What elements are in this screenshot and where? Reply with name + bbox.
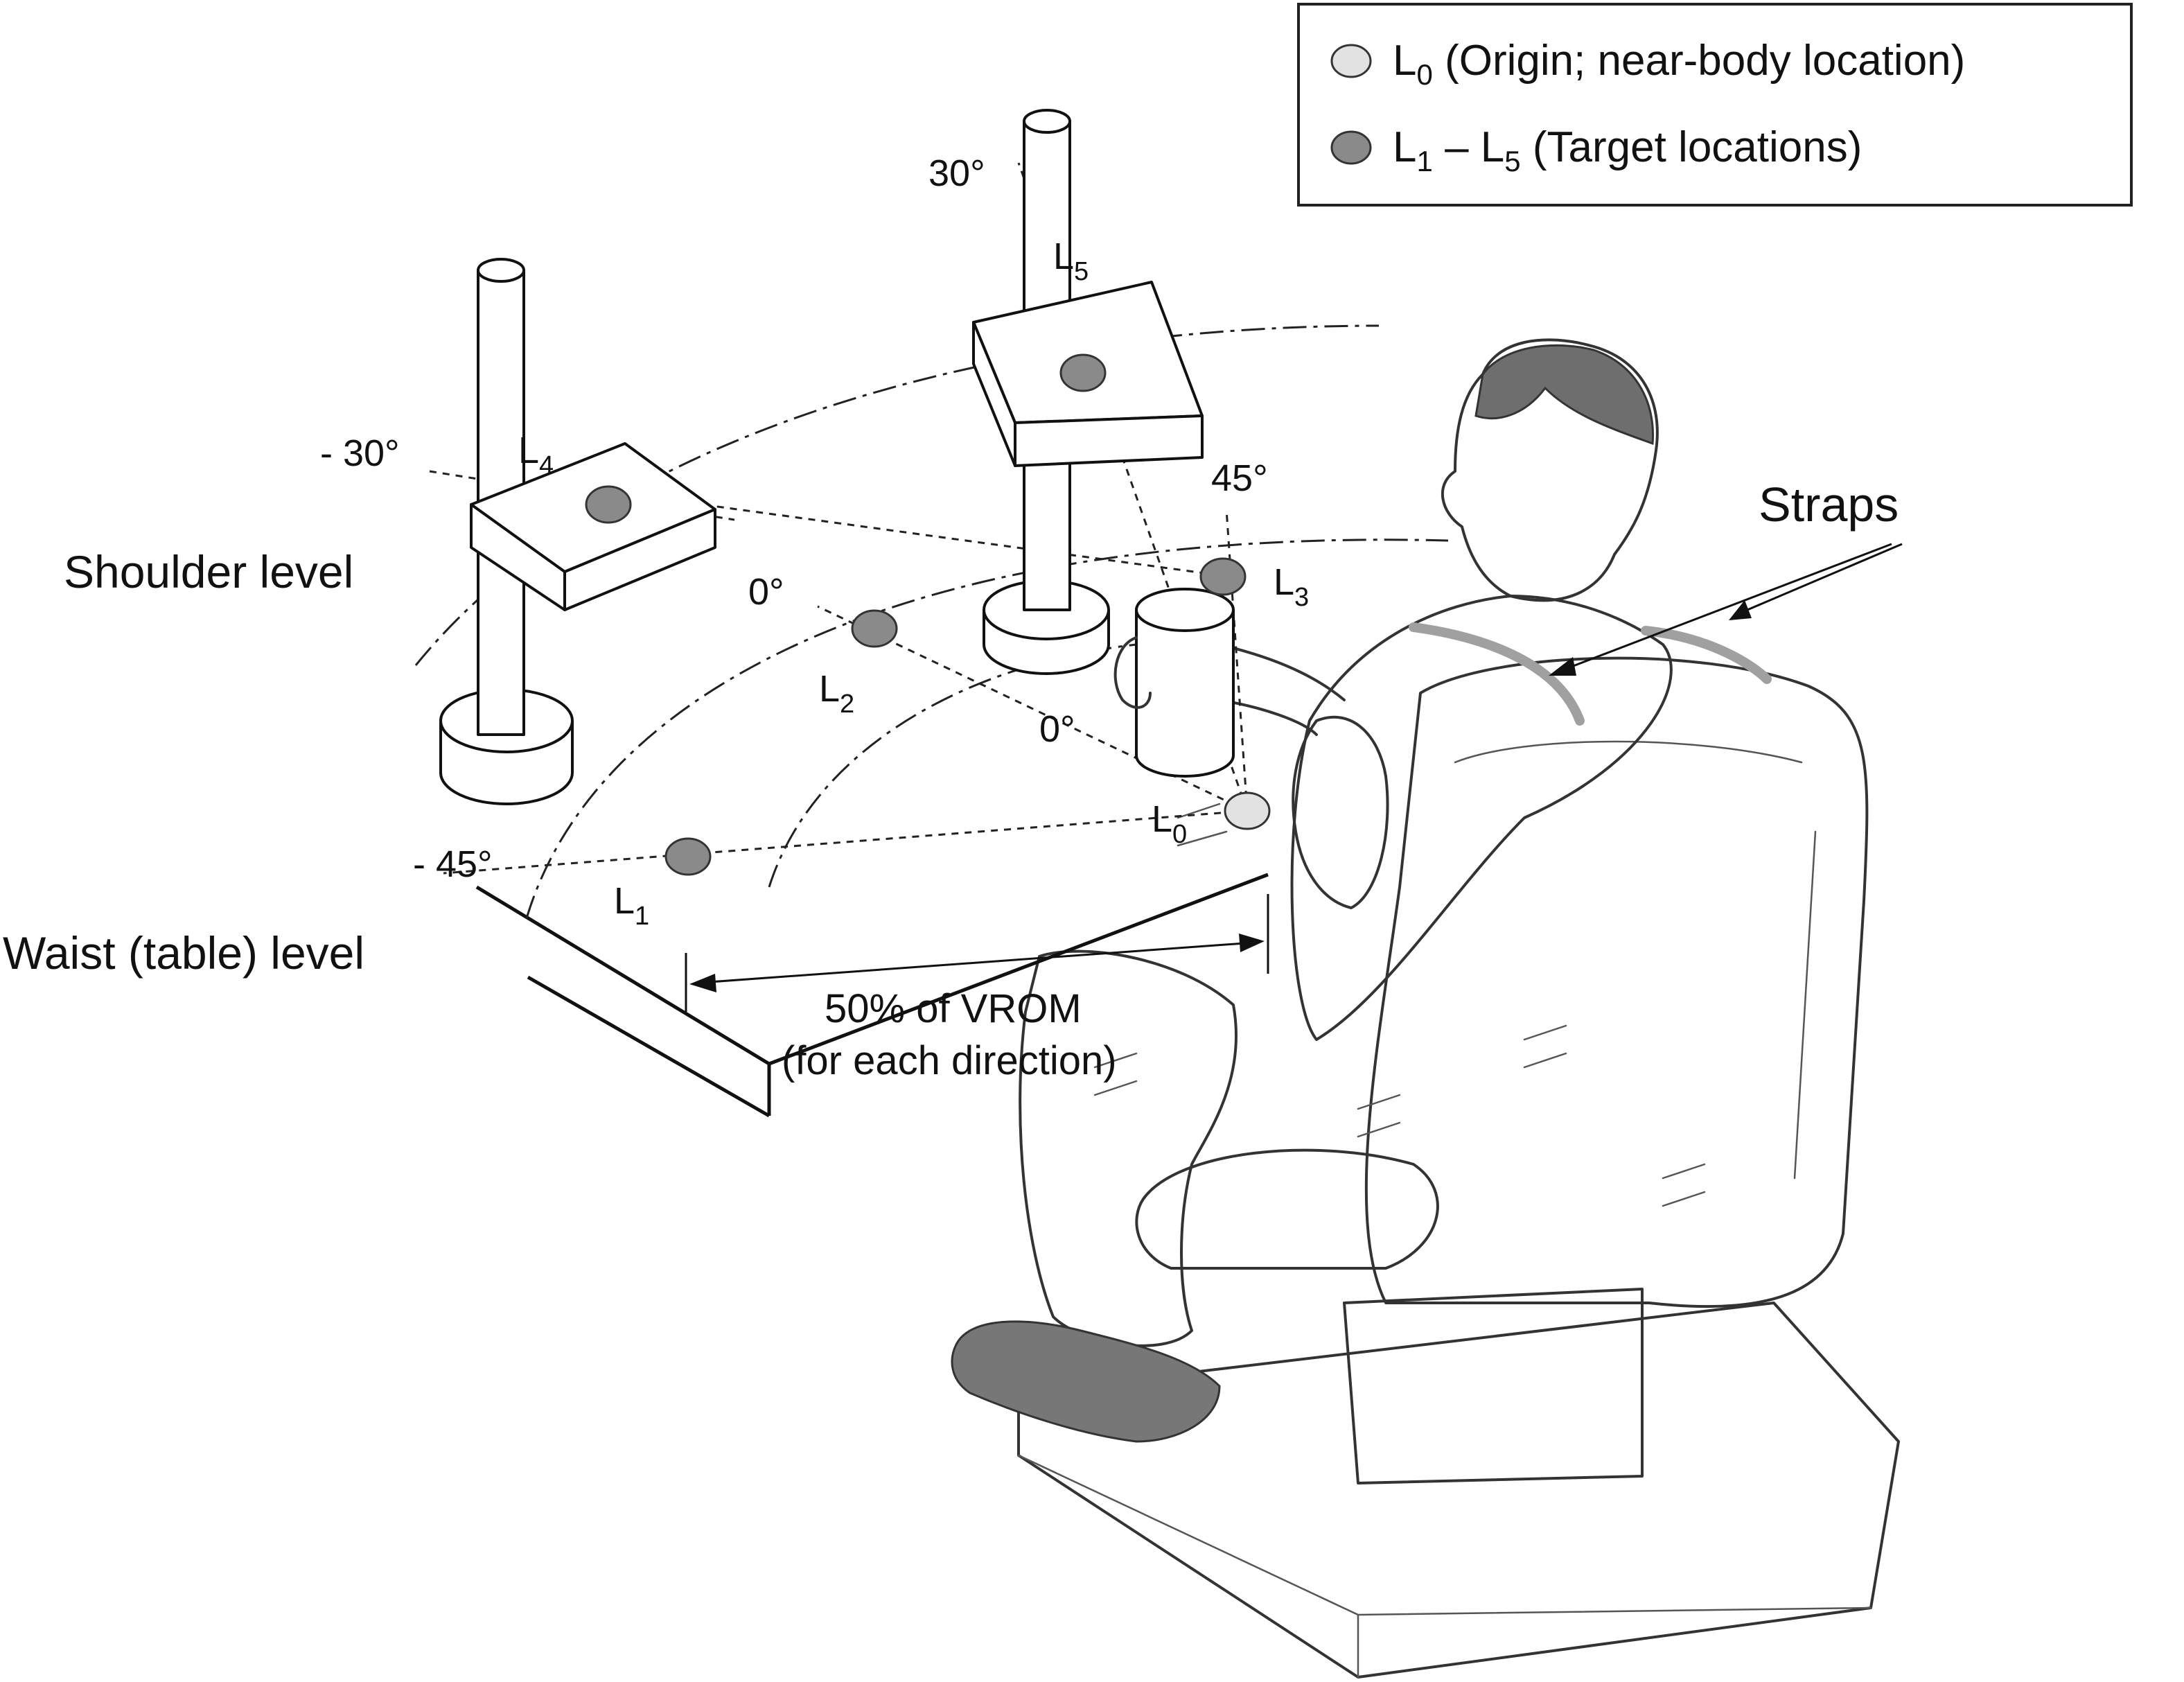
sketch-texture: [1093, 803, 1706, 1207]
straps-arrowhead-1: [1549, 657, 1576, 676]
table-front-edge: [475, 885, 770, 1066]
cup-rim: [1135, 588, 1235, 632]
waist-level-label: Waist (table) level: [3, 927, 364, 979]
strap-left: [1409, 622, 1585, 726]
label-L3: L3: [1274, 561, 1309, 612]
angle-30-label: 30°: [928, 152, 985, 194]
label-L4: L4: [518, 430, 554, 480]
angle-0-upper-label: 0°: [748, 571, 784, 613]
hair: [1474, 344, 1655, 446]
marker-L5: [1059, 353, 1107, 392]
upper-arm: [1292, 715, 1389, 909]
straps-arrowhead-2: [1729, 600, 1752, 620]
chair-back-shading: [1454, 740, 1817, 1180]
legend-origin-label: L0 (Origin; near-body location): [1393, 37, 1965, 91]
angle-neg30-label: - 30°: [320, 432, 400, 474]
marker-L2: [851, 609, 898, 648]
stand-left-pole-top: [477, 258, 525, 283]
legend-origin-marker: [1330, 44, 1372, 78]
vrom-arrowhead-left: [689, 974, 716, 992]
legend-target-label: L1 – L5 (Target locations): [1393, 123, 1862, 177]
angle-45-label: 45°: [1211, 457, 1268, 499]
shoe: [951, 1320, 1221, 1443]
chair-back: [1364, 656, 1869, 1308]
marker-L0: [1224, 791, 1271, 830]
stand-right-pole-top: [1023, 109, 1071, 134]
table: [475, 873, 1269, 1118]
floor-platform-edges: [1017, 1454, 1872, 1679]
marker-L1: [664, 837, 712, 876]
label-L2: L2: [819, 668, 854, 719]
legs: [1019, 949, 1238, 1347]
vrom-arrow-line: [699, 941, 1255, 984]
chair-base: [1343, 1288, 1644, 1484]
straps-arrow-2: [1738, 543, 1903, 615]
cup-body: [1135, 610, 1235, 778]
table-bottom-edge: [527, 975, 770, 1118]
ray-0-upper: [651, 496, 1220, 577]
label-L1: L1: [614, 880, 649, 931]
legend-target-marker: [1330, 130, 1372, 165]
location-markers: [585, 353, 1271, 876]
legend: L0 (Origin; near-body location) L1 – L5 …: [1297, 3, 2133, 207]
shoulder-level-label: Shoulder level: [64, 546, 353, 597]
stand-left: [439, 258, 716, 805]
outer-arc-lower: [525, 538, 1449, 919]
legend-box: [1297, 3, 2133, 207]
marker-L4: [585, 485, 632, 524]
hand: [1113, 636, 1152, 709]
label-L5: L5: [1053, 236, 1089, 286]
straps: Straps: [1409, 478, 1903, 726]
cup: [1113, 588, 1235, 778]
stand-left-platform-side: [563, 508, 716, 611]
straps-arrow-1: [1565, 543, 1892, 670]
vrom-label-line1: 50% of VROM: [825, 986, 1082, 1031]
ray-neg45: [443, 809, 1248, 875]
table-right-edge: [768, 873, 1269, 1066]
seated-person-sketch: [951, 338, 1900, 1679]
strap-right: [1641, 626, 1772, 684]
armrest: [1135, 1148, 1439, 1270]
label-L0: L0: [1152, 798, 1187, 849]
head: [1441, 338, 1659, 602]
vrom-arrowhead-right: [1239, 934, 1265, 952]
angle-0-lower-label: 0°: [1039, 708, 1075, 750]
angle-neg45-label: - 45°: [413, 843, 493, 885]
vrom-label-line2: (for each direction): [782, 1038, 1117, 1083]
torso: [1290, 595, 1673, 1041]
stand-right-platform-side: [1014, 414, 1204, 467]
straps-label: Straps: [1759, 478, 1899, 532]
marker-L3: [1199, 557, 1247, 596]
vrom-dimension: 50% of VROM (for each direction): [685, 894, 1269, 1083]
